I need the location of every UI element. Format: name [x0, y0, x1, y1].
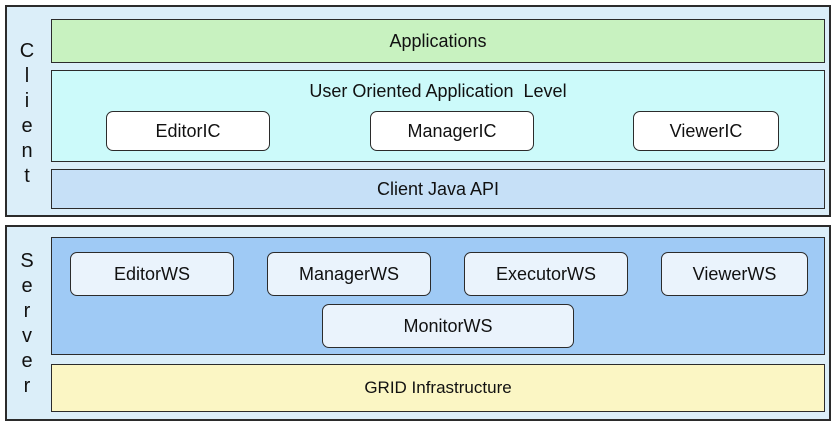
managerws-service: ManagerWS [267, 252, 431, 296]
client-tier: C l i e n t Applications User Oriented A… [5, 5, 831, 217]
server-label-letter: S [20, 250, 34, 272]
user-oriented-level-layer: User Oriented Application Level EditorIC… [51, 70, 825, 162]
viewerws-label: ViewerWS [692, 263, 777, 284]
manageric-component: ManagerIC [370, 111, 534, 151]
user-oriented-level-title: User Oriented Application Level [309, 81, 567, 101]
vieweric-component: ViewerIC [633, 111, 779, 151]
client-tier-label: C l i e n t [7, 39, 47, 189]
applications-layer: Applications [51, 19, 825, 63]
server-tier: S e r v e r EditorWS ManagerWS ExecutorW… [5, 225, 831, 421]
editorws-service: EditorWS [70, 252, 234, 296]
client-label-letter: i [24, 90, 30, 112]
vieweric-label: ViewerIC [669, 120, 743, 141]
server-label-letter: r [23, 300, 31, 322]
manageric-label: ManagerIC [407, 120, 497, 141]
client-java-api-label: Client Java API [376, 178, 500, 199]
managerws-label: ManagerWS [298, 263, 400, 284]
executorws-label: ExecutorWS [495, 263, 597, 284]
server-tier-label: S e r v e r [7, 249, 47, 399]
server-label-letter: e [21, 275, 33, 297]
web-services-layer: EditorWS ManagerWS ExecutorWS ViewerWS M… [51, 237, 825, 355]
client-label-letter: t [24, 165, 30, 187]
grid-infrastructure-layer: GRID Infrastructure [51, 364, 825, 412]
client-label-letter: e [21, 115, 33, 137]
editorws-label: EditorWS [113, 263, 191, 284]
server-label-letter: v [22, 325, 32, 347]
editoric-component: EditorIC [106, 111, 270, 151]
client-label-letter: n [21, 140, 33, 162]
server-label-letter: r [23, 375, 31, 397]
client-label-letter: C [19, 40, 35, 62]
executorws-service: ExecutorWS [464, 252, 628, 296]
monitorws-service: MonitorWS [322, 304, 574, 348]
server-label-letter: e [21, 350, 33, 372]
client-java-api-layer: Client Java API [51, 169, 825, 209]
viewerws-service: ViewerWS [661, 252, 808, 296]
monitorws-label: MonitorWS [403, 315, 493, 336]
grid-infrastructure-label: GRID Infrastructure [364, 378, 512, 397]
applications-label: Applications [389, 30, 487, 51]
client-label-letter: l [24, 65, 30, 87]
editoric-label: EditorIC [155, 120, 221, 141]
